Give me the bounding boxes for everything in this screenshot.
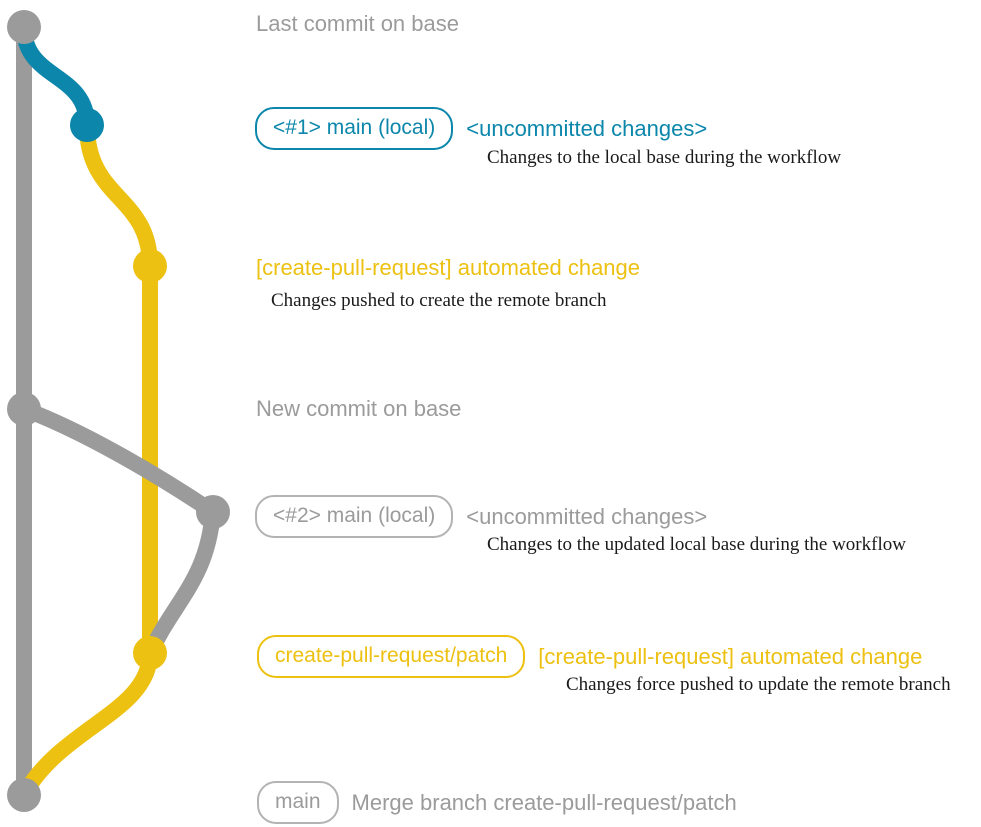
commit-subject-automated-change-2: [create-pull-request] automated change [538, 643, 923, 669]
ref-chip-main-local-1[interactable]: <#1> main (local) [255, 107, 454, 150]
commit-row-new-commit-on-base: New commit on base [256, 398, 461, 420]
commit-subject-main-local-2: <uncommitted changes> [466, 503, 708, 529]
ref-chip-main[interactable]: main [257, 781, 339, 824]
commit-row-merge-commit: main Merge branch create-pull-request/pa… [257, 781, 737, 824]
commit-row-automated-change-2: create-pull-request/patch [create-pull-r… [257, 635, 922, 678]
commit-subject-main-local-1: <uncommitted changes> [466, 115, 708, 141]
commit-row-main-local-1: <#1> main (local) <uncommitted changes> [255, 107, 707, 150]
commit-node-merge-commit[interactable] [7, 778, 41, 812]
commit-node-new-commit-on-base[interactable] [7, 392, 41, 426]
commit-subject-last-commit-on-base: Last commit on base [256, 11, 459, 36]
commit-subject-new-commit-on-base: New commit on base [256, 396, 462, 421]
commit-node-last-commit-on-base[interactable] [7, 10, 41, 44]
commit-node-automated-change-1[interactable] [133, 249, 167, 283]
commit-note-automated-change-2: Changes force pushed to update the remot… [566, 674, 951, 695]
commit-node-main-local-2[interactable] [196, 495, 230, 529]
edge-local-2-to-patch-2 [142, 504, 221, 661]
edge-patch-2-to-merge [16, 645, 158, 803]
edge-base-to-local-2 [16, 401, 221, 520]
commit-note-main-local-1: Changes to the local base during the wor… [487, 147, 842, 168]
commit-row-automated-change-1: [create-pull-request] automated change [256, 257, 640, 279]
commit-note-automated-change-1: Changes pushed to create the remote bran… [271, 290, 607, 311]
commit-node-main-local-1[interactable] [70, 108, 104, 142]
edge-local-1-to-patch-1 [79, 117, 158, 274]
commit-row-main-local-2: <#2> main (local) <uncommitted changes> [255, 495, 707, 538]
commit-subject-automated-change-1: [create-pull-request] automated change [256, 255, 641, 280]
ref-chip-main-local-2[interactable]: <#2> main (local) [255, 495, 454, 538]
commit-note-main-local-2: Changes to the updated local base during… [487, 534, 906, 555]
commit-node-automated-change-2[interactable] [133, 636, 167, 670]
ref-chip-create-pull-request-patch[interactable]: create-pull-request/patch [257, 635, 526, 678]
commit-row-last-commit-on-base: Last commit on base [256, 13, 459, 35]
commit-subject-merge-commit: Merge branch create-pull-request/patch [351, 789, 737, 815]
